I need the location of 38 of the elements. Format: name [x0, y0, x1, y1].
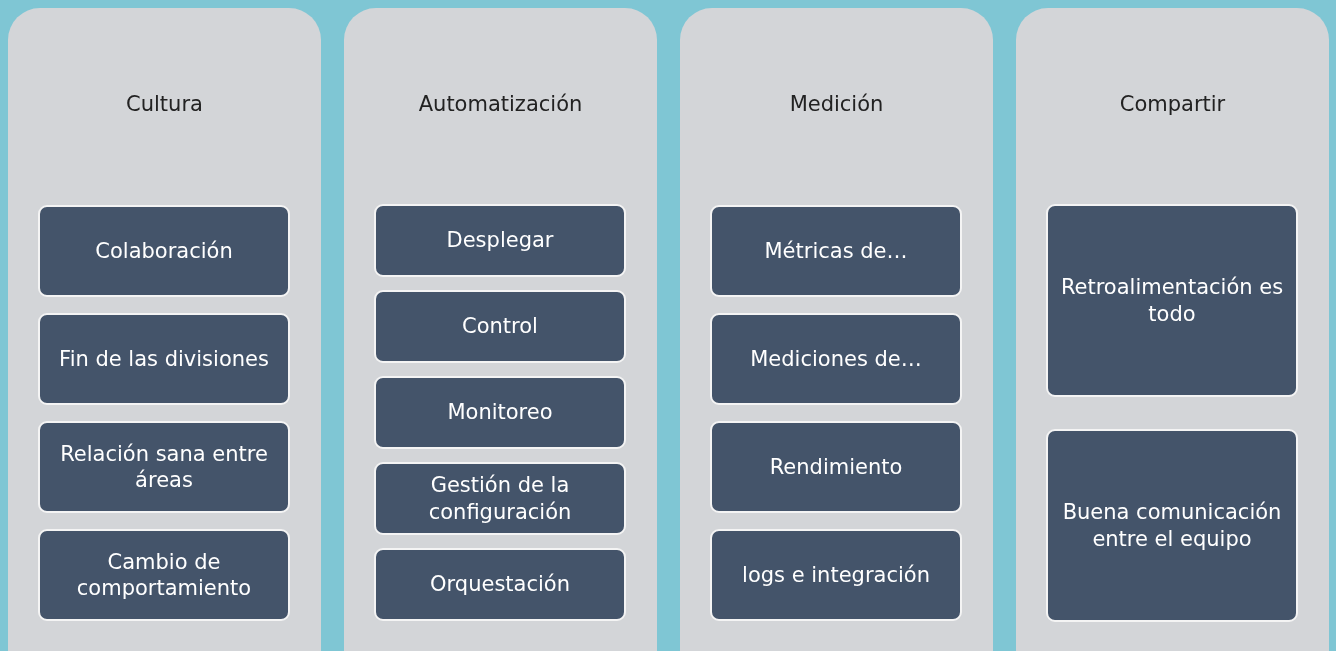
column-heading: Cultura	[126, 92, 203, 116]
item-box	[374, 204, 626, 277]
column-heading: Automatización	[418, 92, 583, 116]
item-label: Orquestación	[429, 571, 571, 598]
item-box	[374, 548, 626, 621]
item-label: Buena comunicación entre el equipo	[1061, 499, 1283, 552]
item-box	[710, 205, 962, 297]
item-label: Cambio de comportamiento	[75, 548, 253, 602]
item-box	[1046, 429, 1298, 622]
item-label: Retroalimentación es todo	[1059, 274, 1285, 327]
column-panel	[8, 8, 321, 651]
item-label: Monitoreo	[446, 399, 554, 426]
column-heading: Medición	[789, 92, 884, 116]
item-label: Desplegar	[445, 227, 555, 254]
item-label: Fin de las divisiones	[58, 345, 270, 373]
item-label: Mediciones de…	[749, 345, 923, 373]
item-box	[710, 529, 962, 621]
item-label: Rendimiento	[768, 453, 904, 481]
item-box	[374, 376, 626, 449]
item-box	[1046, 204, 1298, 397]
item-box	[710, 313, 962, 405]
column-heading: Compartir	[1119, 92, 1226, 116]
column-panel	[1016, 8, 1329, 651]
item-label: Métricas de…	[763, 237, 909, 265]
item-box	[710, 421, 962, 513]
item-box	[38, 421, 290, 513]
item-box	[374, 290, 626, 363]
item-box	[38, 313, 290, 405]
item-box	[38, 205, 290, 297]
item-label: Colaboración	[94, 237, 234, 265]
column-panel	[344, 8, 657, 651]
item-box	[374, 462, 626, 535]
item-label: logs e integración	[741, 561, 931, 589]
item-label: Relación sana entre áreas	[59, 440, 269, 494]
item-box	[38, 529, 290, 621]
column-panel	[680, 8, 993, 651]
item-label: Control	[461, 313, 539, 340]
item-label: Gestión de la configuración	[427, 472, 573, 525]
